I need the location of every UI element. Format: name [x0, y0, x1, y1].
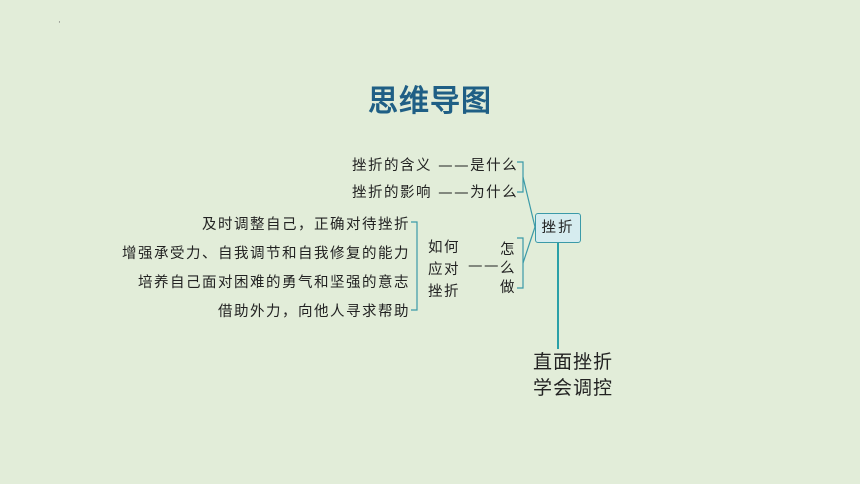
how-line: 如何: [428, 240, 460, 256]
method-item: 培养自己面对困难的勇气和坚强的意志: [138, 275, 410, 291]
what-dash: ——: [438, 158, 471, 174]
why-label: 挫折的影响: [352, 185, 432, 201]
how-dash: ——: [468, 258, 500, 274]
why-dash: ——: [438, 185, 471, 201]
center-node: 挫折: [535, 213, 581, 243]
how-line: 应对: [428, 262, 460, 278]
what-question: 是什么: [470, 158, 519, 174]
how-char: 怎: [500, 242, 516, 258]
method-item: 增强承受力、自我调节和自我修复的能力: [122, 246, 410, 262]
why-question: 为什么: [470, 185, 519, 201]
how-char: 做: [500, 280, 516, 296]
what-row: 挫折的含义 ——是什么: [352, 154, 518, 175]
method-item: 借助外力，向他人寻求帮助: [218, 304, 410, 320]
page-title: 思维导图: [368, 84, 492, 119]
method-item: 及时调整自己，正确对待挫折: [202, 217, 410, 233]
corner-mark: ·: [58, 18, 61, 28]
how-char: 么: [500, 261, 516, 277]
conclusion-line: 学会调控: [533, 377, 614, 399]
why-row: 挫折的影响 ——为什么: [352, 181, 518, 202]
how-line: 挫折: [428, 284, 460, 300]
conclusion-line: 直面挫折: [533, 351, 614, 373]
what-label: 挫折的含义: [352, 158, 432, 174]
